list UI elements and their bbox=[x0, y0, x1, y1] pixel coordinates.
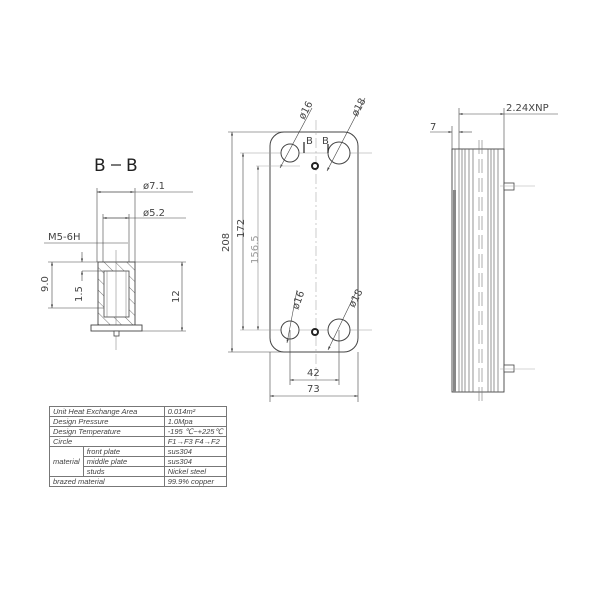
spec-value: sus304 bbox=[163, 456, 227, 467]
port-top-left bbox=[280, 143, 300, 163]
spec-label: Design Temperature bbox=[49, 426, 165, 437]
material-group-label: material bbox=[49, 446, 84, 477]
dim-inner-diameter: ø5.2 bbox=[143, 208, 165, 219]
spec-table: Unit Heat Exchange Area 0.014m² Design P… bbox=[49, 406, 227, 487]
spec-value: -195 ℃~+225℃ bbox=[163, 426, 227, 437]
side-view: 2.24XNP 7 bbox=[430, 103, 558, 405]
stud-bore bbox=[103, 270, 130, 318]
dim-overall-height: 208 bbox=[221, 233, 232, 252]
dim-inner-distance: 156.5 bbox=[250, 235, 261, 264]
table-row: Circle F1→F3 F4→F2 bbox=[49, 436, 227, 447]
spec-label: middle plate bbox=[82, 456, 165, 467]
dim-depth-total: 9.0 bbox=[40, 276, 51, 292]
stud-bottom bbox=[311, 328, 319, 336]
side-stud-top bbox=[503, 182, 515, 191]
dim-depth-small: 1.5 bbox=[74, 286, 85, 302]
plate-stack bbox=[451, 148, 505, 393]
spec-label: Circle bbox=[49, 436, 165, 447]
table-row: brazed material 99.9% copper bbox=[49, 476, 227, 487]
spec-value: 1.0Mpa bbox=[163, 416, 227, 427]
dim-port-top-right: ø18 bbox=[350, 97, 369, 119]
plate-outline bbox=[269, 131, 359, 353]
dim-port-horizontal-distance: 42 bbox=[307, 368, 320, 379]
spec-value: 99.9% copper bbox=[163, 476, 227, 487]
dim-port-top-left: ø16 bbox=[297, 100, 316, 122]
spec-label: brazed material bbox=[49, 476, 165, 487]
table-row: Design Temperature -195 ℃~+225℃ bbox=[49, 426, 227, 437]
spec-label: studs bbox=[82, 466, 165, 477]
spec-value: 0.014m² bbox=[163, 406, 227, 417]
table-row: Unit Heat Exchange Area 0.014m² bbox=[49, 406, 227, 417]
section-mark-b-left: B bbox=[306, 136, 313, 147]
section-view-b-b: B B ø7.1 ø5.2 M5-6H 9.0 bbox=[40, 156, 193, 350]
front-view: ø16 ø18 ø16 ø18 B B 208 172 156.5 42 73 bbox=[221, 97, 372, 402]
dim-height: 12 bbox=[171, 290, 182, 303]
dim-plate-thickness: 7 bbox=[430, 122, 436, 133]
port-top-right bbox=[327, 141, 351, 165]
table-row: material front plate sus304 bbox=[49, 446, 227, 477]
spec-label: front plate bbox=[82, 446, 165, 457]
section-title-right: B bbox=[126, 156, 138, 176]
spec-value: Nickel steel bbox=[163, 466, 227, 477]
base-plate bbox=[90, 324, 143, 332]
spec-value: F1→F3 F4→F2 bbox=[163, 436, 227, 447]
dim-outer-diameter: ø7.1 bbox=[143, 181, 165, 192]
section-title-left: B bbox=[94, 156, 106, 176]
dim-overall-width: 73 bbox=[307, 384, 320, 395]
table-row: Design Pressure 1.0Mpa bbox=[49, 416, 227, 427]
dim-port-center-distance: 172 bbox=[236, 219, 247, 238]
stud-top bbox=[311, 162, 319, 170]
dim-stack-length: 2.24XNP bbox=[506, 103, 549, 114]
side-stud-bottom bbox=[503, 364, 515, 373]
section-mark-b-right: B bbox=[322, 136, 329, 147]
dim-thread: M5-6H bbox=[48, 232, 80, 243]
spec-label: Design Pressure bbox=[49, 416, 165, 427]
spec-label: Unit Heat Exchange Area bbox=[49, 406, 165, 417]
spec-value: sus304 bbox=[163, 446, 227, 457]
